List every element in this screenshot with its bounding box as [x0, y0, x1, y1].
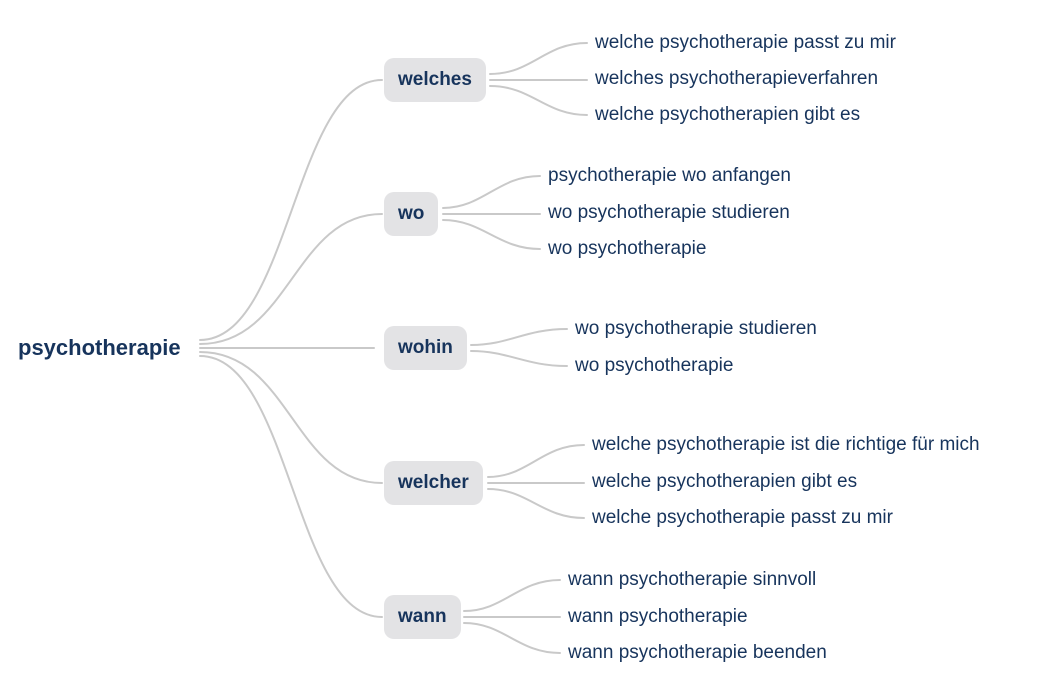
connector-welcher-leaf-2: [487, 488, 585, 519]
connector-root-to-welches: [199, 79, 383, 341]
connector-wohin-leaf-1: [470, 350, 568, 367]
leaf-node: wann psychotherapie sinnvoll: [568, 569, 817, 590]
leaf-node: wo psychotherapie: [575, 355, 734, 376]
branch-node-wohin[interactable]: wohin: [384, 326, 467, 370]
connector-root-to-wo: [199, 213, 383, 345]
branch-node-wann[interactable]: wann: [384, 595, 461, 639]
connector-wann-leaf-2: [463, 622, 561, 654]
leaf-node: welche psychotherapie ist die richtige f…: [592, 434, 980, 455]
leaf-node: welche psychotherapien gibt es: [592, 471, 858, 492]
connector-wo-leaf-0: [442, 175, 541, 209]
leaf-node: wann psychotherapie: [568, 606, 748, 627]
connector-wohin-leaf-0: [470, 328, 568, 346]
leaf-node: psychotherapie wo anfangen: [548, 165, 791, 186]
leaf-node: wo psychotherapie studieren: [548, 202, 790, 223]
connector-welcher-leaf-0: [487, 444, 585, 478]
connector-welches-leaf-2: [489, 85, 588, 116]
branch-node-welcher[interactable]: welcher: [384, 461, 483, 505]
leaf-node: wo psychotherapie: [548, 238, 707, 259]
branch-node-welches[interactable]: welches: [384, 58, 486, 102]
connector-wann-leaf-0: [463, 579, 561, 612]
connector-wo-leaf-2: [442, 219, 541, 250]
connector-root-to-wann: [199, 355, 383, 618]
connector-root-to-welcher: [199, 351, 383, 484]
leaf-node: wann psychotherapie beenden: [568, 642, 827, 663]
leaf-node: welches psychotherapieverfahren: [595, 68, 879, 89]
connector-welches-leaf-0: [489, 42, 588, 75]
leaf-node: welche psychotherapie passt zu mir: [592, 507, 893, 528]
leaf-node: welche psychotherapien gibt es: [595, 104, 861, 125]
branch-node-wo[interactable]: wo: [384, 192, 439, 236]
leaf-node: wo psychotherapie studieren: [575, 318, 817, 339]
leaf-node: welche psychotherapie passt zu mir: [595, 32, 896, 53]
root-node-psychotherapie[interactable]: psychotherapie: [18, 335, 181, 360]
